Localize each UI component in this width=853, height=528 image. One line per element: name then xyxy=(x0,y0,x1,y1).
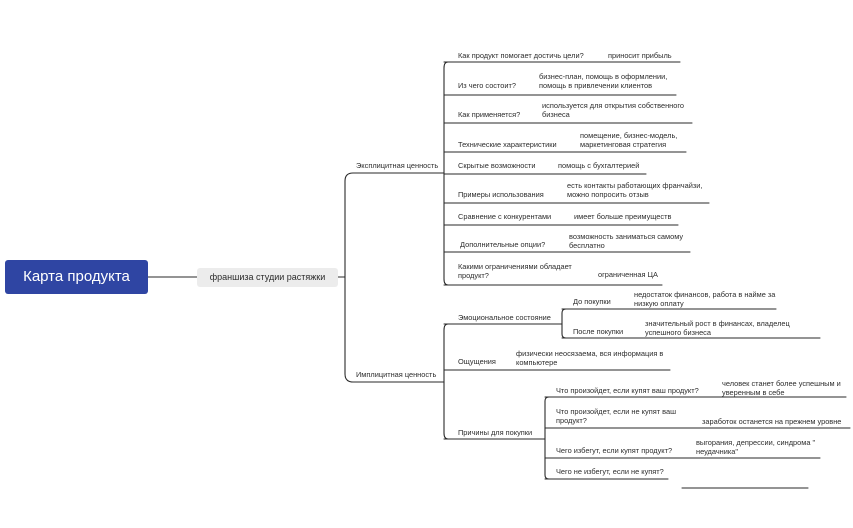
explicit-question[interactable]: Технические характеристики xyxy=(458,140,557,149)
explicit-question[interactable]: Как применяется? xyxy=(458,110,521,119)
reason-answer[interactable]: выгорания, депрессии, синдрома " неудачн… xyxy=(696,438,816,456)
after-purchase-answer[interactable]: значительный рост в финансах, владелец у… xyxy=(645,319,790,337)
explicit-question[interactable]: Из чего состоит? xyxy=(458,81,517,90)
explicit-question[interactable]: Примеры использования xyxy=(458,190,544,199)
reason-question[interactable]: Что произойдет, если не купят ваш продук… xyxy=(556,407,677,425)
feelings-answer[interactable]: физически неосязаема, вся информация в к… xyxy=(516,349,664,367)
feelings-node[interactable]: Ощущения xyxy=(458,357,496,366)
reason-question[interactable]: Что произойдет, если купят ваш продукт? xyxy=(556,386,699,395)
explicit-answer[interactable]: приносит прибыль xyxy=(608,51,672,60)
reason-question[interactable]: Чего избегут, если купят продукт? xyxy=(556,446,673,455)
explicit-answer[interactable]: есть контакты работающих франчайзи, можн… xyxy=(567,181,703,199)
explicit-question[interactable]: Сравнение с конкурентами xyxy=(458,212,552,221)
reason-answer[interactable]: человек станет более успешным и уверенны… xyxy=(722,379,841,397)
emotional-state-node[interactable]: Эмоциональное состояние xyxy=(458,313,551,322)
explicit-answer[interactable]: помещение, бизнес-модель, маркетинговая … xyxy=(580,131,678,149)
reason-question[interactable]: Чего не избегут, если не купят? xyxy=(556,467,664,476)
before-purchase-node[interactable]: До покупки xyxy=(573,297,611,306)
explicit-question[interactable]: Как продукт помогает достичь цели? xyxy=(458,51,584,60)
explicit-value-branch[interactable]: Эксплицитная ценность xyxy=(356,161,439,170)
explicit-answer[interactable]: возможность заниматься самому бесплатно xyxy=(569,232,684,250)
explicit-question[interactable]: Какими ограничениями обладает продукт? xyxy=(458,262,572,280)
implicit-value-branch[interactable]: Имплицитная ценность xyxy=(356,370,437,379)
explicit-answer[interactable]: помощь с бухгалтерией xyxy=(558,161,640,170)
explicit-answer[interactable]: имеет больше преимуществ xyxy=(574,212,672,221)
after-purchase-node[interactable]: После покупки xyxy=(573,327,624,336)
explicit-answer[interactable]: бизнес-план, помощь в оформлении, помощь… xyxy=(539,72,668,90)
reason-answer[interactable]: заработок останется на прежнем уровне xyxy=(702,417,842,426)
explicit-answer[interactable]: используется для открытия собственного б… xyxy=(542,101,684,119)
subject-node[interactable]: франшиза студии растяжки xyxy=(197,268,338,287)
explicit-question[interactable]: Дополнительные опции? xyxy=(460,240,546,249)
reasons-to-buy-node[interactable]: Причины для покупки xyxy=(458,428,533,437)
explicit-answer[interactable]: ограниченная ЦА xyxy=(598,270,658,279)
root-node[interactable]: Карта продукта xyxy=(5,260,148,294)
before-purchase-answer[interactable]: недостаток финансов, работа в найме за н… xyxy=(634,290,776,308)
explicit-question[interactable]: Скрытые возможности xyxy=(458,161,536,170)
